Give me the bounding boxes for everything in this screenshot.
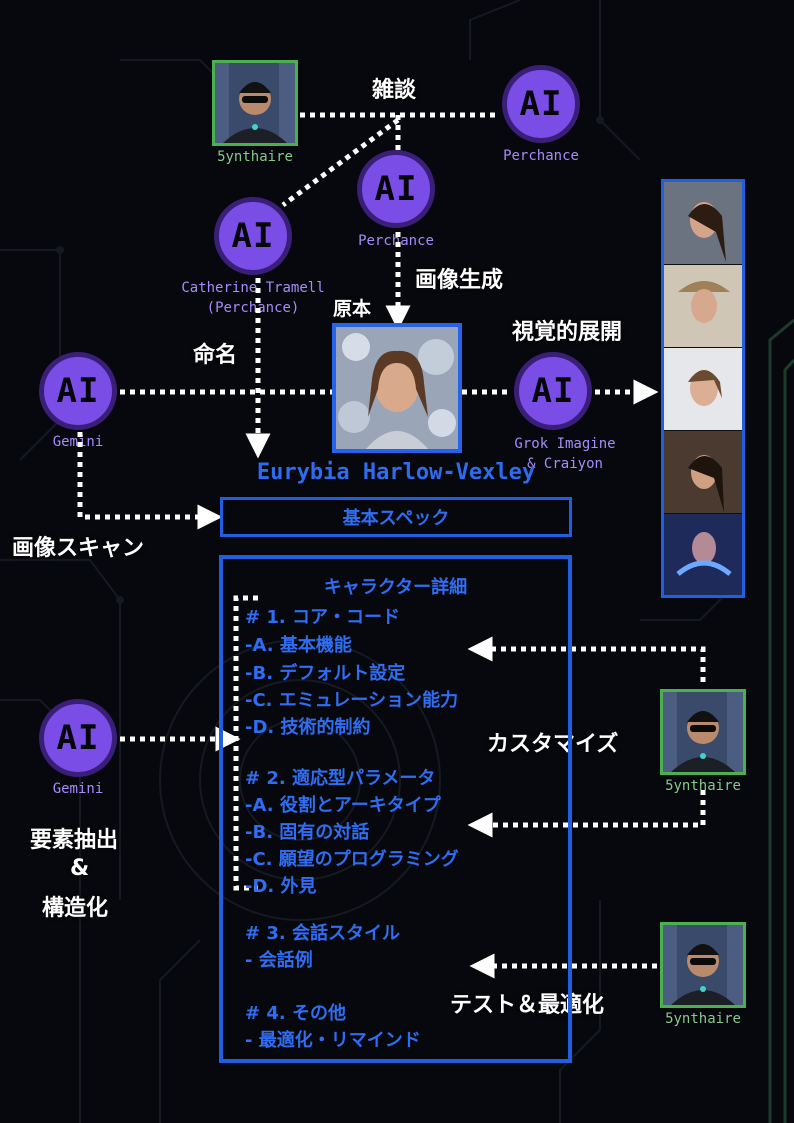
label-extract-1: 要素抽出 (30, 828, 119, 853)
ai-node-label: AI (374, 169, 418, 209)
user-avatar-top (212, 60, 298, 146)
user-avatar-icon (663, 925, 743, 1005)
visual-expansion-images (664, 182, 742, 595)
detail-line: -A. 基本機能 (245, 635, 352, 656)
ai-caption-gemini-bottom: Gemini (52, 781, 104, 797)
character-name: Eurybia Harlow-Vexley (256, 460, 536, 485)
spec-box: 基本スペック (220, 497, 572, 537)
user-caption-mid: 5ynthaire (665, 778, 741, 794)
ai-node-gemini-top: AI (39, 352, 117, 430)
detail-box-title: キャラクター詳細 (323, 577, 468, 598)
ai-node-label: AI (231, 216, 275, 256)
label-original: 原本 (333, 298, 372, 320)
spec-box-title: 基本スペック (342, 508, 450, 529)
ai-caption-grok-1: Grok Imagine (514, 436, 616, 452)
detail-line: # 1. コア・コード (245, 607, 400, 628)
label-naming: 命名 (193, 343, 238, 368)
detail-box: キャラクター詳細 # 1. コア・コード -A. 基本機能 -B. デフォルト設… (219, 555, 572, 1063)
ai-caption-gemini-top: Gemini (52, 434, 104, 450)
detail-line: # 4. その他 (245, 1003, 346, 1024)
detail-line: -D. 技術的制約 (245, 717, 371, 738)
ai-node-gemini-bottom: AI (39, 699, 117, 777)
label-scan: 画像スキャン (12, 536, 145, 561)
ai-node-label: AI (519, 84, 563, 124)
visual-expansion-strip (661, 179, 745, 598)
ai-node-label: AI (531, 371, 575, 411)
portrait-image (336, 327, 458, 449)
ai-node-label: AI (56, 371, 100, 411)
label-extract-2: & (70, 856, 90, 881)
label-visual: 視覚的展開 (512, 320, 623, 345)
ai-caption-perchance-top: Perchance (503, 148, 579, 164)
detail-line: -A. 役割とアーキタイプ (245, 795, 441, 816)
label-image-gen: 画像生成 (415, 268, 504, 293)
ai-caption-catherine-1: Catherine Tramell (181, 280, 325, 296)
detail-line: - 最適化・リマインド (245, 1030, 421, 1051)
label-customize: カスタマイズ (487, 732, 619, 757)
user-avatar-mid (660, 689, 746, 775)
detail-line: -D. 外見 (245, 876, 317, 897)
label-chat: 雑談 (372, 78, 417, 103)
ai-node-perchance-mid: AI (357, 150, 435, 228)
detail-line: # 2. 適応型パラメータ (245, 768, 436, 789)
detail-line: -B. デフォルト設定 (245, 663, 406, 684)
ai-caption-perchance-mid: Perchance (358, 233, 434, 249)
user-avatar-icon (663, 692, 743, 772)
original-portrait (332, 323, 462, 453)
ai-node-label: AI (56, 718, 100, 758)
ai-caption-grok-2: & Craiyon (527, 456, 603, 472)
detail-line: -C. 願望のプログラミング (245, 849, 459, 870)
ai-node-grok: AI (514, 352, 592, 430)
label-test: テスト＆最適化 (450, 993, 605, 1018)
ai-node-perchance-top: AI (502, 65, 580, 143)
detail-line: # 3. 会話スタイル (245, 923, 400, 944)
detail-line: -C. エミュレーション能力 (245, 690, 459, 711)
ai-node-catherine: AI (214, 197, 292, 275)
label-extract-3: 構造化 (42, 896, 109, 921)
user-caption-top: 5ynthaire (217, 149, 293, 165)
user-avatar-icon (215, 63, 295, 143)
user-avatar-bottom (660, 922, 746, 1008)
user-caption-bottom: 5ynthaire (665, 1011, 741, 1027)
detail-line: -B. 固有の対話 (245, 822, 370, 843)
detail-line: - 会話例 (245, 950, 313, 971)
ai-caption-catherine-2: (Perchance) (206, 300, 300, 316)
